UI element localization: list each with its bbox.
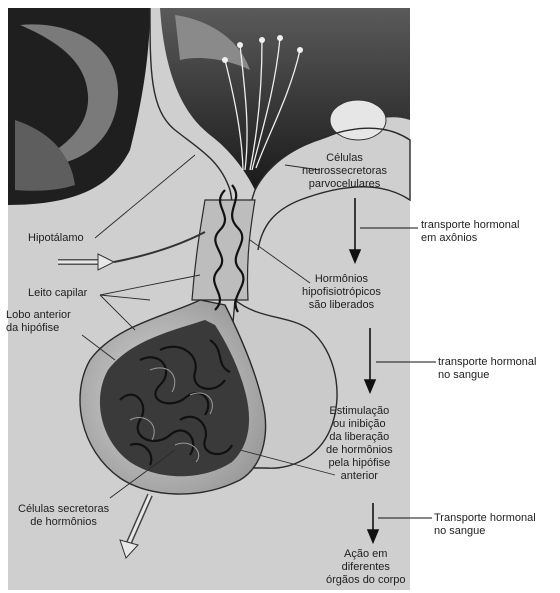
label-celulas-neuro-line: parvocelulares	[302, 178, 387, 191]
note-line: no sangue	[434, 525, 536, 538]
note-transporte-sangue-2: Transporte hormonal no sangue	[434, 512, 536, 538]
note-line: transporte hormonal	[421, 219, 519, 232]
note-line: transporte hormonal	[438, 356, 536, 369]
label-acao: Ação em diferentes órgãos do corpo	[326, 548, 406, 587]
label-estimulacao-line: Estimulação	[326, 405, 393, 418]
label-celulas-neuro-line: neurossecretoras	[302, 165, 387, 178]
label-celulas-neuro-line: Células	[302, 152, 387, 165]
label-celulas-secretoras-line: Células secretoras	[18, 503, 109, 516]
mammillary-body	[330, 100, 386, 140]
label-hormonios: Hormônios hipofisiotrópicos são liberado…	[302, 273, 381, 312]
label-estimulacao-line: ou inibição	[326, 418, 393, 431]
label-lobo-anterior: Lobo anterior da hipófise	[6, 309, 71, 335]
note-line: em axônios	[421, 232, 519, 245]
label-estimulacao-line: de hormônios	[326, 444, 393, 457]
label-acao-line: Ação em	[326, 548, 406, 561]
label-estimulacao-line: pela hipófise	[326, 457, 393, 470]
label-celulas-secretoras: Células secretoras de hormônios	[18, 503, 109, 529]
label-hormonios-line: hipofisiotrópicos	[302, 286, 381, 299]
note-line: Transporte hormonal	[434, 512, 536, 525]
label-celulas-secretoras-line: de hormônios	[18, 516, 109, 529]
label-hipotalamo: Hipotálamo	[28, 232, 84, 245]
label-lobo-anterior-line: da hipófise	[6, 322, 71, 335]
label-estimulacao-line: da liberação	[326, 431, 393, 444]
label-hormonios-line: são liberados	[302, 299, 381, 312]
label-leito-capilar: Leito capilar	[28, 287, 87, 300]
note-transporte-sangue-1: transporte hormonal no sangue	[438, 356, 536, 382]
label-acao-line: diferentes	[326, 561, 406, 574]
label-hormonios-line: Hormônios	[302, 273, 381, 286]
label-estimulacao: Estimulação ou inibição da liberação de …	[326, 405, 393, 483]
label-estimulacao-line: anterior	[326, 470, 393, 483]
note-line: no sangue	[438, 369, 536, 382]
label-celulas-neuro: Células neurossecretoras parvocelulares	[302, 152, 387, 191]
note-transporte-axonios: transporte hormonal em axônios	[421, 219, 519, 245]
label-acao-line: órgãos do corpo	[326, 574, 406, 587]
label-lobo-anterior-line: Lobo anterior	[6, 309, 71, 322]
